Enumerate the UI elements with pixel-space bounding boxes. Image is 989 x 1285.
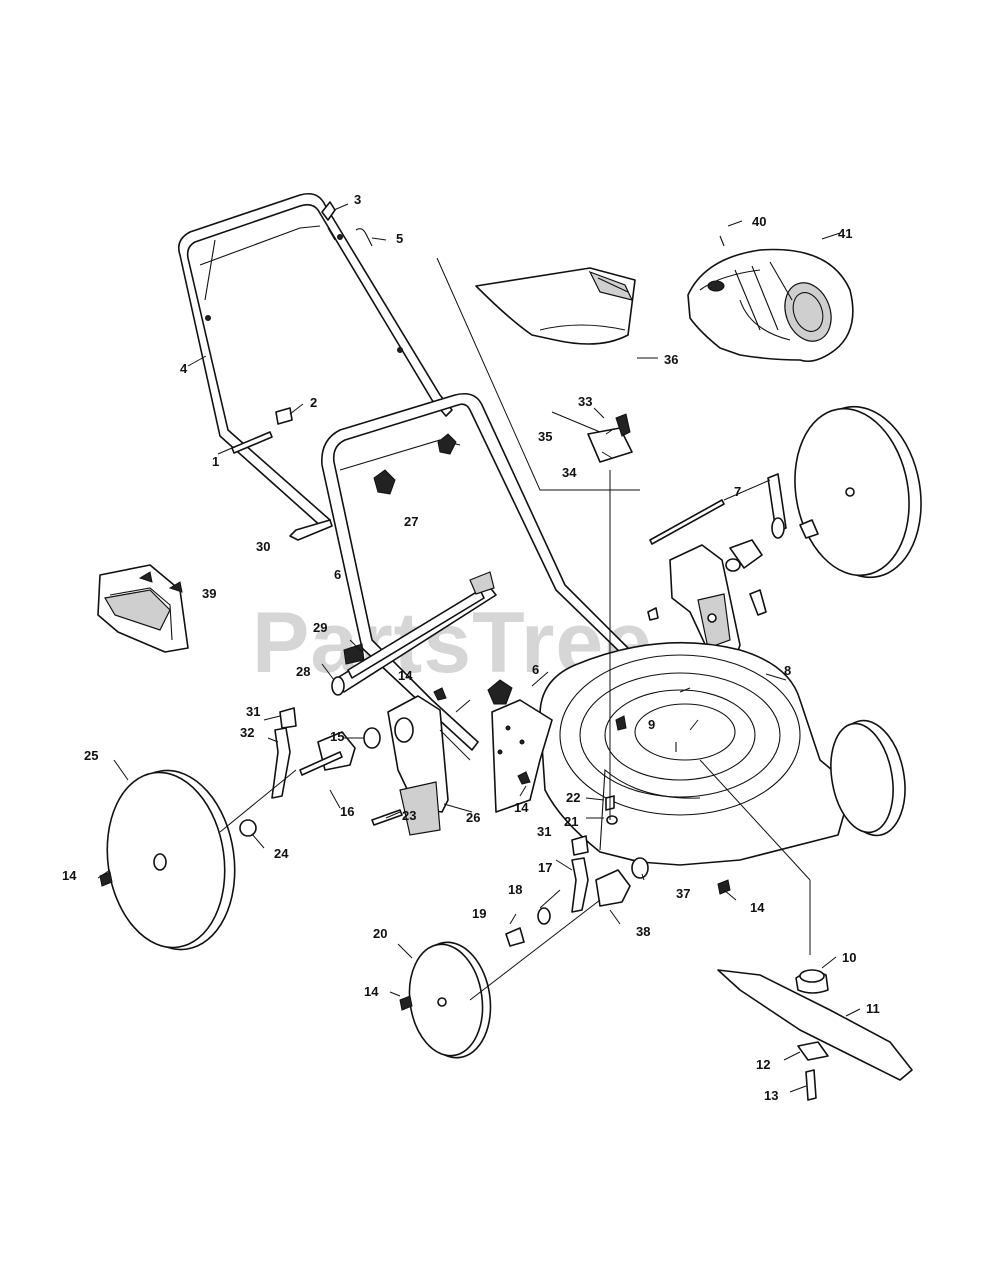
cable-pin [355,228,373,247]
throttle-bracket [551,411,633,463]
callout-20: 20 [373,926,387,941]
height-adjuster-left [387,695,553,836]
upper-handle [177,192,453,529]
callout-18: 18 [508,882,522,897]
callout-14b: 14 [514,800,529,815]
callout-6b: 6 [532,662,539,677]
callout-10: 10 [842,950,856,965]
engine-cover [687,248,854,363]
callout-14d: 14 [364,984,379,999]
nut-14-e [717,879,731,895]
callout-7: 7 [734,484,741,499]
handle-knob-upper [437,433,457,455]
callout-30: 30 [256,539,270,554]
axle-bracket-38 [595,869,631,907]
front-wheel-right [830,719,906,837]
callout-24: 24 [274,846,289,861]
wing-nut [275,407,293,425]
callout-14e: 14 [750,900,765,915]
rear-flap-hinge [331,571,497,696]
handle-bolt [231,431,273,454]
height-adjuster-right [647,473,819,661]
callout-15: 15 [330,729,344,744]
rear-axle-rod [649,499,725,545]
callout-34: 34 [562,465,577,480]
callout-1: 1 [212,454,219,469]
callout-36: 36 [664,352,678,367]
callout-14c: 14 [62,868,77,883]
mower-deck [539,641,849,866]
callout-39: 39 [202,586,216,601]
callout-17: 17 [538,860,552,875]
callout-12: 12 [756,1057,770,1072]
callout-21: 21 [564,814,578,829]
washer-18 [537,907,551,925]
callout-6: 6 [334,567,341,582]
handle-knob-27 [373,469,396,495]
callout-8: 8 [784,663,791,678]
washer-37 [631,857,649,879]
blade-assembly [717,969,913,1101]
callout-29: 29 [313,620,327,635]
callout-9: 9 [648,717,655,732]
callout-14a: 14 [398,668,413,683]
height-lever-17 [571,857,589,913]
nut-14-c [99,871,113,887]
callout-16: 16 [340,804,354,819]
lever-grip-31 [279,707,297,729]
callout-13: 13 [764,1088,778,1103]
washer-21 [606,815,618,825]
cover-screw [719,235,725,247]
callout-22: 22 [566,790,580,805]
wheel-bolt-24 [239,819,257,837]
callout-33: 33 [578,394,592,409]
callout-19: 19 [472,906,486,921]
rear-wheel-right [794,405,922,579]
callout-40: 40 [752,214,766,229]
callout-32: 32 [240,725,254,740]
handle-knob-6 [487,679,513,705]
axle-bracket-16 [299,731,356,776]
callout-35: 35 [538,429,552,444]
callout-2: 2 [310,395,317,410]
front-wheel-left [408,941,492,1059]
callout-4: 4 [180,361,188,376]
callout-23: 23 [402,808,416,823]
carriage-bolt [289,519,333,541]
nut-14-a [433,687,447,701]
rear-wheel-left [106,769,236,951]
mulch-plug [97,564,189,653]
nut-14-b [517,771,531,785]
nut-14-d [399,995,413,1011]
lever-grip-31b [571,835,589,856]
callout-25: 25 [84,748,98,763]
callout-37: 37 [676,886,690,901]
callout-31b: 31 [537,824,551,839]
discharge-chute [475,267,636,345]
callout-38: 38 [636,924,650,939]
callout-11: 11 [866,1001,880,1016]
callout-3: 3 [354,192,361,207]
callout-labels: 1 2 3 4 5 6 6 7 8 9 10 11 12 13 14 14 14… [62,192,880,1103]
washer-15 [363,727,381,749]
callout-41: 41 [838,226,852,241]
leader-lines [97,203,861,1093]
callout-28: 28 [296,664,310,679]
callout-26: 26 [466,810,480,825]
callout-5: 5 [396,231,403,246]
callout-27: 27 [404,514,418,529]
callout-31a: 31 [246,704,260,719]
bolt-19 [505,927,525,947]
